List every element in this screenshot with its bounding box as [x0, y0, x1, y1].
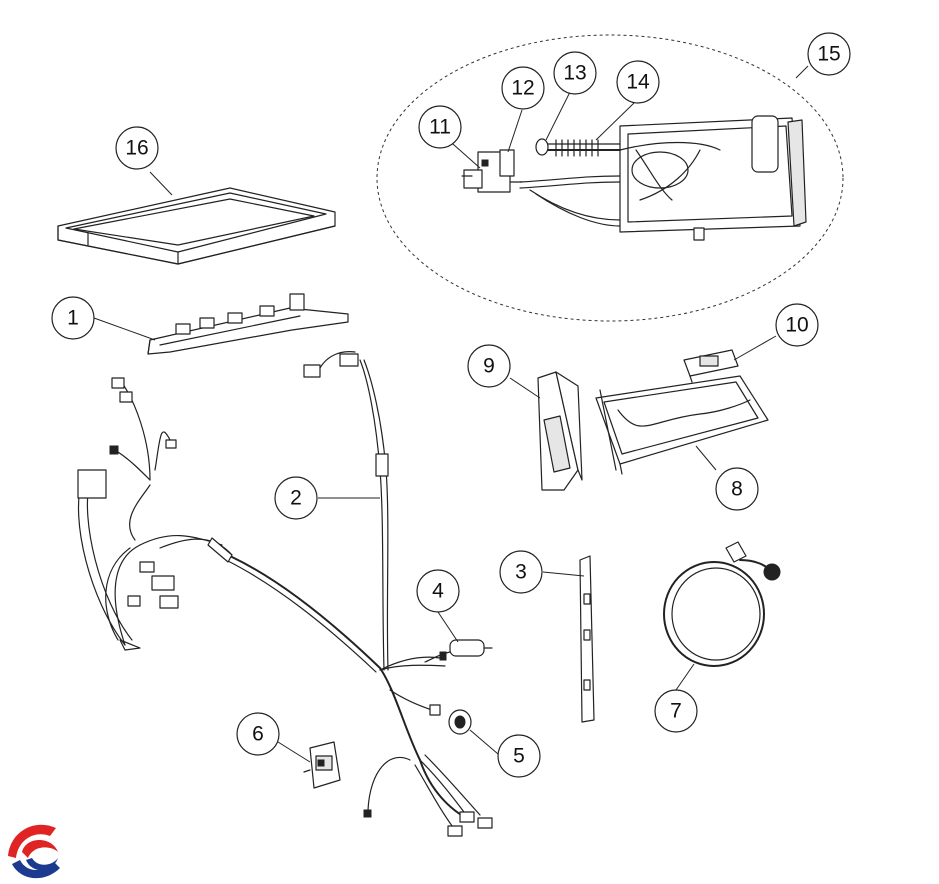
part-13-hose-clamp	[535, 138, 549, 156]
part-16-top-panel	[57, 187, 336, 265]
callout-10: 10	[775, 303, 819, 347]
callout-7: 7	[654, 689, 698, 733]
callout-9-label: 9	[483, 355, 495, 378]
callout-16: 16	[115, 126, 159, 170]
callout-4: 4	[416, 569, 460, 613]
callout-15: 15	[807, 32, 851, 76]
part-2-wiring-harness	[77, 351, 493, 837]
part-12-valve-connector	[499, 149, 515, 177]
leader-lines	[93, 65, 809, 763]
logo-blue-arc	[12, 860, 60, 879]
part-1-control-bracket	[147, 293, 349, 355]
callout-1-label: 1	[67, 307, 79, 330]
part-7-inlet-hose	[663, 541, 781, 667]
callout-9: 9	[467, 344, 511, 388]
callout-3: 3	[499, 550, 543, 594]
assembly-group-outline	[376, 34, 844, 322]
callout-6-label: 6	[252, 723, 264, 746]
logo-blue-swirl	[26, 858, 58, 871]
part-4-capacitor	[424, 639, 493, 663]
callout-2: 2	[274, 476, 318, 520]
part-8-dispenser-drawer	[595, 375, 769, 475]
callout-6: 6	[236, 712, 280, 756]
logo-red-arc	[8, 824, 56, 858]
callout-12: 12	[501, 66, 545, 110]
callout-13: 13	[553, 51, 597, 95]
callout-5-label: 5	[513, 745, 525, 768]
callout-5: 5	[497, 734, 541, 778]
callout-16-label: 16	[125, 137, 148, 160]
callout-4-label: 4	[432, 580, 444, 603]
callout-15-label: 15	[817, 43, 840, 66]
callout-14: 14	[616, 60, 660, 104]
part-3-side-bracket	[579, 555, 595, 723]
callout-14-label: 14	[626, 71, 650, 94]
callout-1: 1	[51, 296, 95, 340]
callout-8-label: 8	[731, 478, 743, 501]
part-10-siphon-cap	[683, 349, 739, 383]
callout-11: 11	[418, 105, 462, 149]
part-14-hose	[519, 139, 621, 227]
part-5-sensor	[448, 709, 472, 735]
callout-11-label: 11	[429, 116, 451, 139]
callout-12-label: 12	[511, 77, 534, 100]
logo-red-swirl	[22, 840, 58, 858]
part-9-drawer-front	[537, 371, 583, 491]
brand-logo	[5, 824, 61, 880]
callout-13-label: 13	[563, 62, 586, 85]
callout-7-label: 7	[670, 700, 682, 723]
callout-3-label: 3	[515, 561, 527, 584]
part-15-dispenser-assembly	[619, 115, 807, 241]
callout-8: 8	[715, 467, 759, 511]
callout-2-label: 2	[290, 487, 302, 510]
part-6-door-lock	[303, 741, 341, 789]
callout-10-label: 10	[785, 314, 808, 337]
